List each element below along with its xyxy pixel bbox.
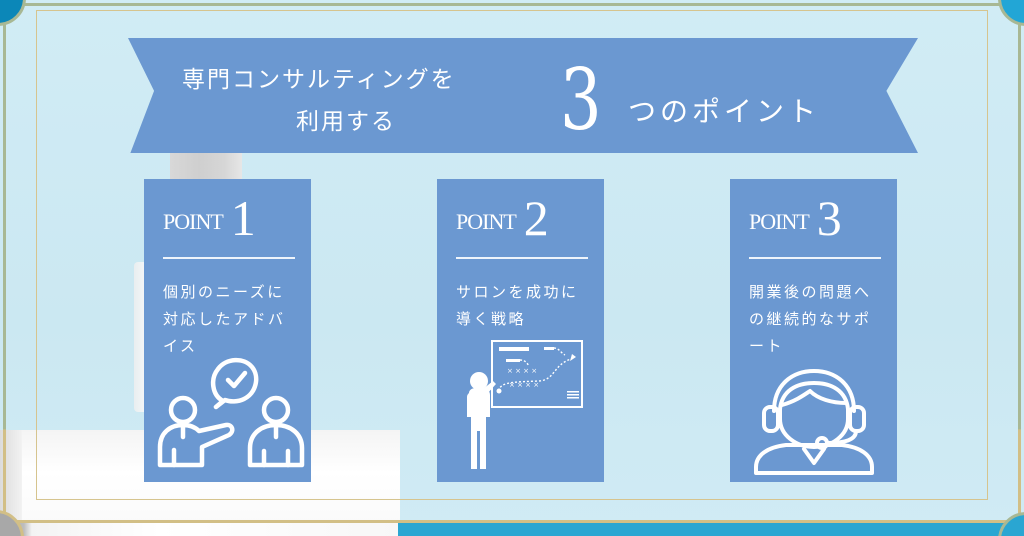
title-tail: つのポイント [628,95,821,128]
point-card-1: POINT 1 個別のニーズに対応したアドバイス [144,179,311,482]
point-number: 2 [523,190,549,246]
point-card-3: POINT 3 開業後の問題への継続的なサポート [730,179,897,482]
point-divider [456,257,588,259]
title-line-2: 利用する [296,109,396,135]
point-description: 個別のニーズに対応したアドバイス [163,283,286,355]
point-divider [163,257,295,259]
headset-support-icon [754,369,874,475]
title-number: 3 [560,51,602,149]
point-description: 開業後の問題への継続的なサポート [749,283,872,355]
strategy-board-icon: × × × × × × × × [467,340,583,469]
background-bottom-blue-strip [398,522,1024,536]
background-bottle-cap [170,153,242,183]
title-line-1: 専門コンサルティングを [182,67,456,93]
point-divider [749,257,881,259]
point-heading: POINT 1 [163,193,256,243]
point-number: 3 [816,190,842,246]
point-label: POINT [749,209,810,234]
background-bottom-left-strip [0,522,398,536]
point-description: サロンを成功に導く戦略 [456,283,579,328]
point-label: POINT [456,209,517,234]
svg-text:× × × ×: × × × × [507,367,537,375]
point-number: 1 [230,190,256,246]
point-heading: POINT 2 [456,193,549,243]
title-ribbon [128,38,918,153]
consultation-check-icon [157,357,305,468]
svg-text:× × × ×: × × × × [509,381,539,389]
point-card-2: POINT 2 サロンを成功に導く戦略 × [437,179,604,482]
point-heading: POINT 3 [749,193,842,243]
point-label: POINT [163,209,224,234]
background-bottle [134,262,146,412]
